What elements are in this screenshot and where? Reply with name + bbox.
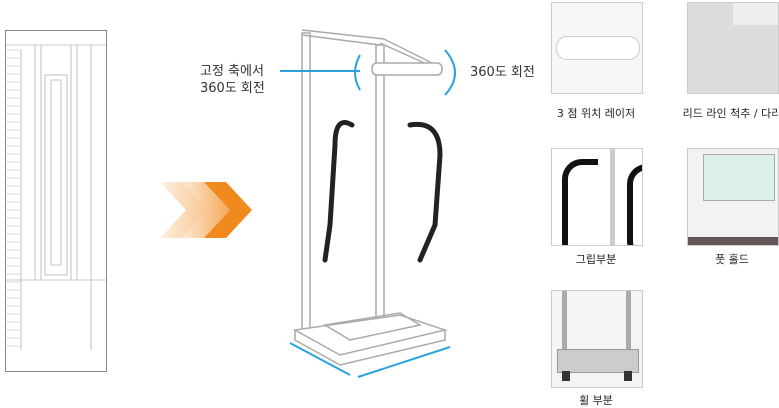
lead-line-photo xyxy=(687,2,779,94)
fixed-axis-line2: 360도 회전 xyxy=(200,81,265,96)
laser-photo xyxy=(551,2,643,94)
grip-photo xyxy=(551,148,643,246)
laser-caption: 3 점 위치 레이저 xyxy=(556,107,636,120)
device-illustration xyxy=(280,29,456,378)
lead-line-caption: 리드 라인 척추 / 다리 xyxy=(682,107,779,120)
rotate-label: 360도 회전 xyxy=(470,65,535,80)
fixed-axis-line1: 고정 축에서 xyxy=(200,64,264,79)
wheel-photo xyxy=(551,290,643,388)
grip-caption: 그립부분 xyxy=(575,253,617,266)
fixed-axis-label: 고정 축에서 360도 회전 xyxy=(200,63,265,97)
grid-drawing xyxy=(5,30,107,372)
foothold-caption: 풋 홀드 xyxy=(715,253,749,266)
foothold-photo xyxy=(687,148,779,246)
wheel-caption: 휠 부분 xyxy=(579,394,613,407)
direction-arrows xyxy=(160,182,252,238)
